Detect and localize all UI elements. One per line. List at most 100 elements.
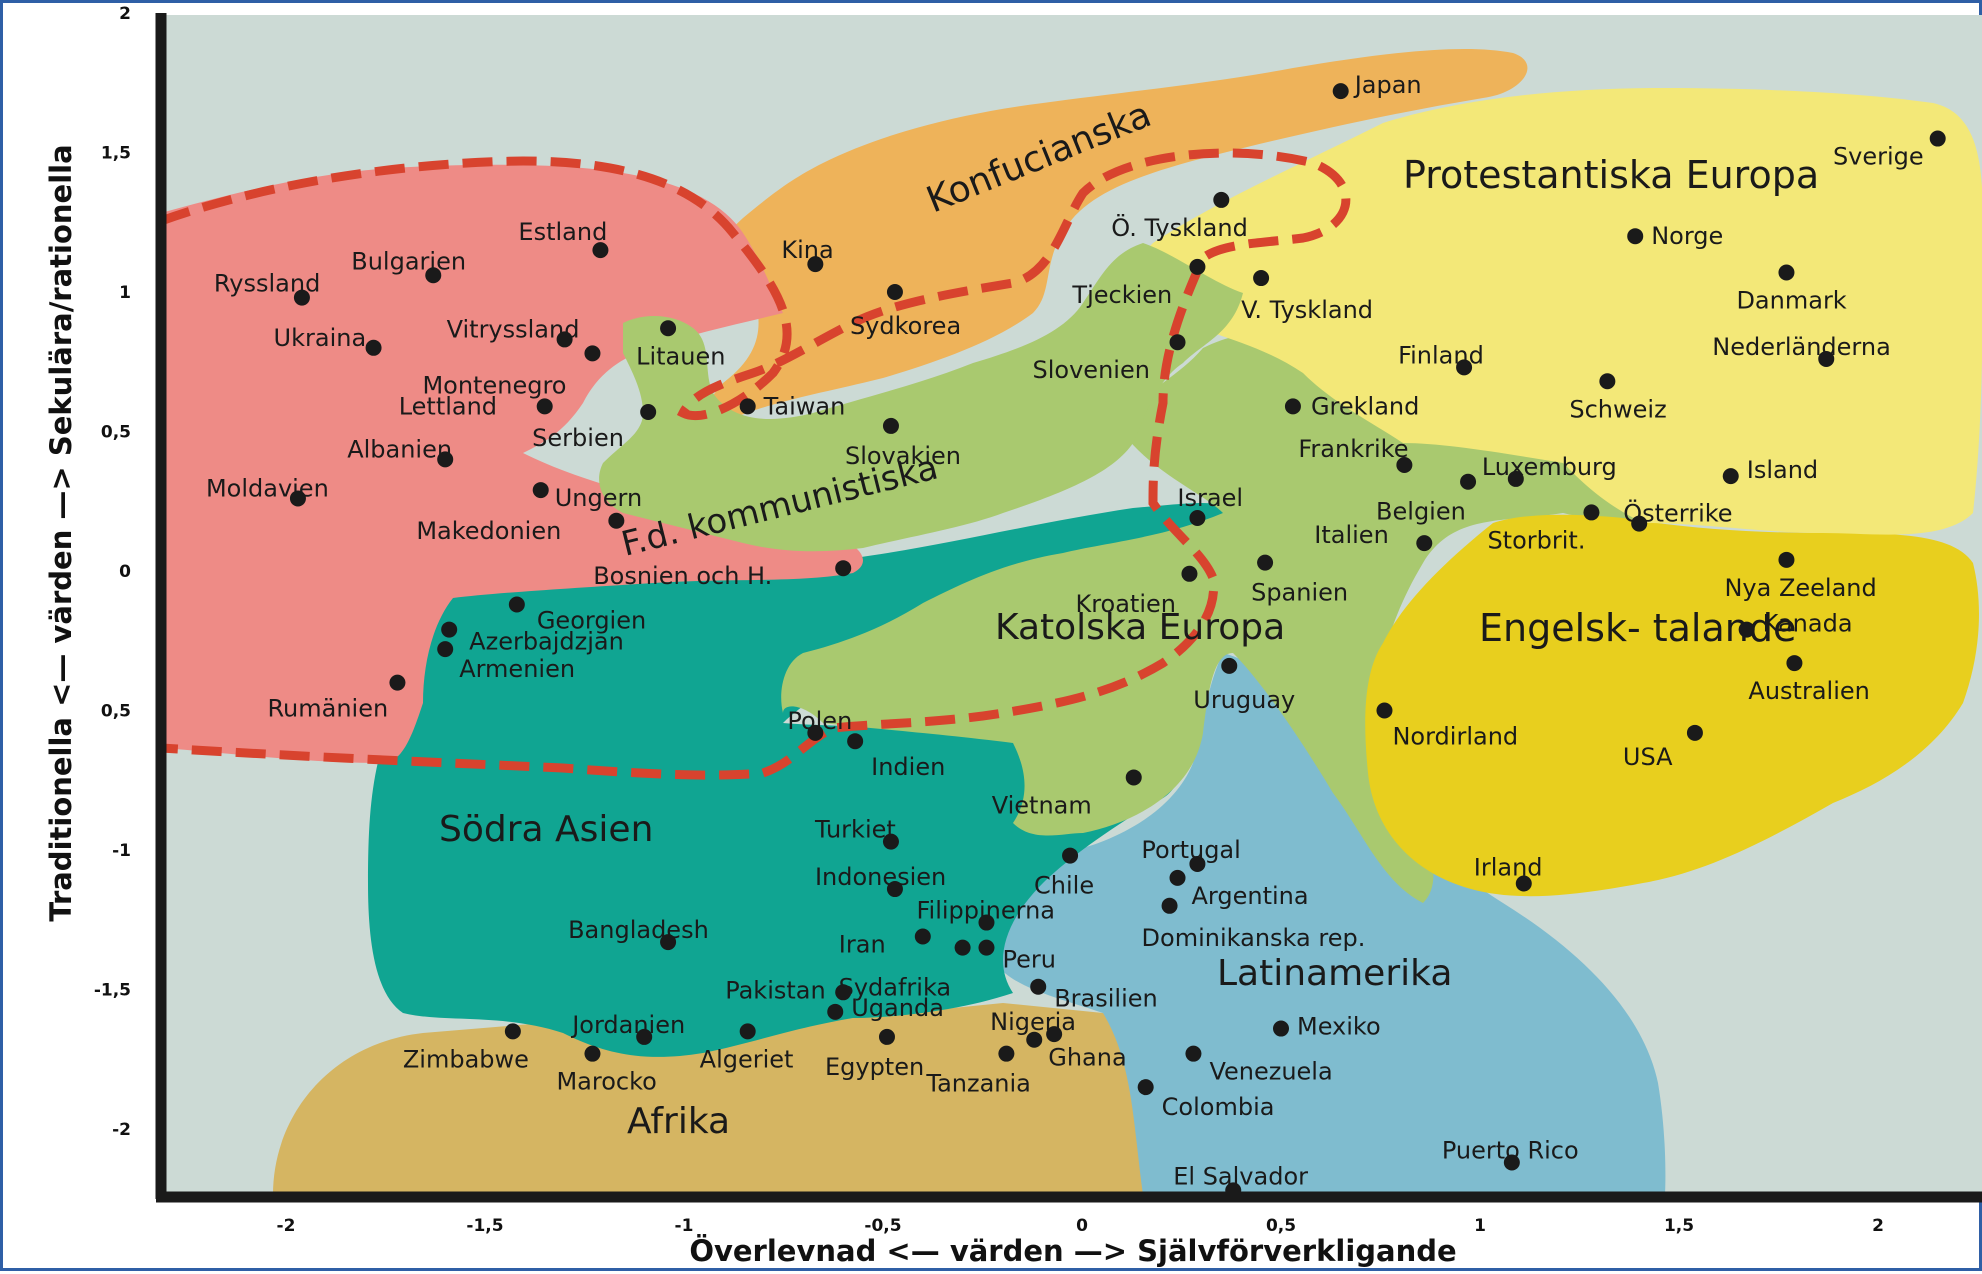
point-frankrike	[1396, 456, 1413, 473]
label-belgien: Belgien	[1376, 498, 1466, 526]
point-danmark	[1778, 264, 1795, 281]
point-nya-zeeland	[1778, 551, 1795, 568]
label-mexiko: Mexiko	[1297, 1013, 1381, 1041]
label-litauen: Litauen	[636, 342, 725, 370]
point-italien	[1416, 535, 1433, 552]
label-turkiet: Turkiet	[814, 816, 896, 844]
label-el-salvador: El Salvador	[1173, 1162, 1308, 1190]
zone-latinamerika	[988, 653, 1666, 1195]
point-israel	[1189, 509, 1206, 526]
point-taiwan	[739, 398, 756, 415]
point-sverige	[1929, 130, 1946, 147]
point-lettland	[536, 398, 553, 415]
y-tick-label: 1,5	[101, 144, 131, 164]
label-colombia: Colombia	[1162, 1093, 1275, 1121]
point-ryssland	[293, 289, 310, 306]
x-tick-label: 0,5	[1266, 1216, 1296, 1236]
x-tick-label: 2	[1872, 1216, 1884, 1236]
label-serbien: Serbien	[532, 424, 624, 452]
label-nordirland: Nordirland	[1392, 723, 1518, 751]
point-nordirland	[1376, 702, 1393, 719]
point-azerbajdzjan	[441, 621, 458, 638]
x-tick-label: -2	[277, 1216, 296, 1236]
label-algeriet: Algeriet	[700, 1045, 794, 1073]
point-nederländerna	[1818, 350, 1835, 367]
label-venezuela: Venezuela	[1209, 1058, 1332, 1086]
point-australien	[1786, 655, 1803, 672]
point-moldavien	[289, 490, 306, 507]
label-spanien: Spanien	[1251, 579, 1348, 607]
label-uruguay: Uruguay	[1193, 686, 1295, 714]
zone-label-katolska: Katolska Europa	[995, 607, 1285, 648]
label-australien: Australien	[1748, 677, 1869, 705]
y-tick-label: 1	[119, 283, 131, 303]
label-vietnam: Vietnam	[992, 791, 1092, 819]
label-storbrit-: Storbrit.	[1487, 526, 1585, 554]
label-iran: Iran	[839, 930, 886, 958]
point-vietnam	[1125, 769, 1142, 786]
point-bulgarien	[425, 267, 442, 284]
label-v-tyskland: V. Tyskland	[1241, 296, 1373, 324]
point-turkiet	[882, 833, 899, 850]
zone-katolska-europa	[781, 333, 1721, 904]
point-makedonien	[608, 512, 625, 529]
zone-fd-kommunistiska	[161, 164, 863, 764]
y-tick-label: -1	[112, 841, 131, 861]
label-estland: Estland	[518, 218, 607, 246]
point-ö-tyskland	[1213, 191, 1230, 208]
point-ghana	[1026, 1031, 1043, 1048]
point-venezuela	[1185, 1045, 1202, 1062]
zone-konfucianska	[704, 48, 1528, 429]
label-bosnien-och-h-: Bosnien och H.	[593, 562, 772, 590]
y-tick-label: 0	[119, 562, 131, 582]
label-luxemburg: Luxemburg	[1482, 453, 1617, 481]
label-ungern: Ungern	[555, 484, 642, 512]
label-schweiz: Schweiz	[1569, 395, 1666, 423]
x-tick-label: 0	[1076, 1216, 1088, 1236]
x-tick-label: -0,5	[864, 1216, 901, 1236]
label-ghana: Ghana	[1048, 1044, 1126, 1072]
point-sydafrika	[954, 939, 971, 956]
label-frankrike: Frankrike	[1298, 435, 1408, 463]
label-ukraina: Ukraina	[274, 324, 367, 352]
point-sydkorea	[886, 284, 903, 300]
point-kanada	[1738, 621, 1755, 638]
x-tick-label: -1	[675, 1216, 694, 1236]
point-schweiz	[1599, 373, 1616, 390]
label-taiwan: Taiwan	[763, 392, 846, 420]
point-armenien	[437, 641, 454, 658]
point-indien	[847, 733, 864, 750]
label-indien: Indien	[871, 753, 945, 781]
point-ungern	[532, 482, 549, 499]
x-tick-label: 1	[1474, 1216, 1486, 1236]
label-peru: Peru	[1002, 946, 1055, 974]
label-österrike: Österrike	[1623, 499, 1732, 528]
label-portugal: Portugal	[1141, 836, 1240, 864]
y-axis-title: Traditionella <— värden —> Sekulära/rati…	[44, 144, 78, 921]
zone-afrika	[273, 1003, 1163, 1195]
point-finland	[1456, 359, 1473, 376]
point-puerto-rico	[1503, 1154, 1520, 1171]
point-mexiko	[1273, 1020, 1289, 1037]
point-storbrit-	[1583, 504, 1600, 521]
x-tick-label: 1,5	[1664, 1216, 1694, 1236]
label-nederländerna: Nederländerna	[1712, 333, 1891, 361]
point-luxemburg	[1507, 470, 1524, 487]
label-lettland: Lettland	[399, 392, 497, 420]
label-brasilien: Brasilien	[1054, 985, 1158, 1013]
point-marocko	[584, 1045, 601, 1062]
label-nya-zeeland: Nya Zeeland	[1724, 574, 1876, 602]
label-zimbabwe: Zimbabwe	[403, 1045, 529, 1073]
point-serbien	[640, 403, 657, 420]
label-island: Island	[1747, 456, 1818, 484]
label-albanien: Albanien	[347, 435, 452, 463]
label-moldavien: Moldavien	[206, 474, 329, 502]
label-irland: Irland	[1474, 853, 1543, 881]
point-algeriet	[739, 1023, 756, 1040]
label-puerto-rico: Puerto Rico	[1442, 1136, 1579, 1164]
label-sydafrika: Sydafrika	[839, 974, 952, 1002]
point-v-tyskland	[1253, 270, 1270, 287]
label-pakistan: Pakistan	[725, 976, 826, 1004]
point-litauen	[660, 320, 677, 337]
